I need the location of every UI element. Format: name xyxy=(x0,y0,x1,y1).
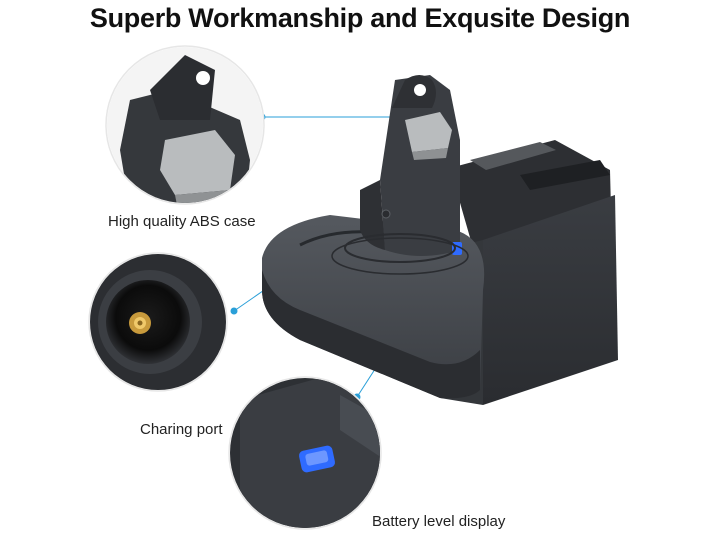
callout-label-abs-case: High quality ABS case xyxy=(108,213,256,230)
charging-port-closeup-icon xyxy=(88,252,228,392)
battery-body xyxy=(262,75,618,405)
page-title: Superb Workmanship and Exqusite Design xyxy=(89,3,631,33)
callout-label-battery-display: Battery level display xyxy=(372,513,506,530)
callout-label-charging-port: Charing port xyxy=(140,421,223,438)
battery-indicator-closeup-icon xyxy=(228,376,382,530)
latch-closeup-icon xyxy=(105,45,265,205)
